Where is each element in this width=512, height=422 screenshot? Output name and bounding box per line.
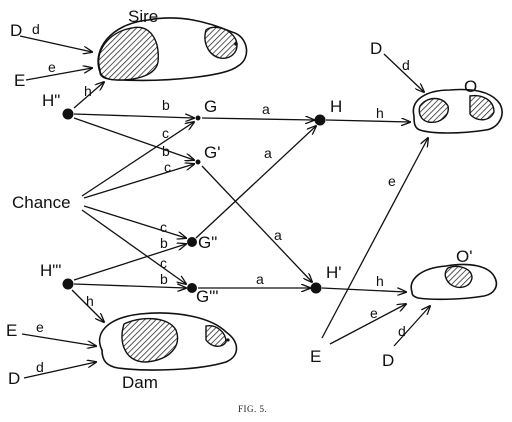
E-offspring-label: E [310,347,321,366]
path-e-O: e [388,173,396,189]
dam-guinea-pig-icon [98,312,238,371]
path-a-Gtprime-Hprime: a [256,271,264,287]
path-c-Gdprime: c [160,219,167,235]
G-dprime-label: G" [198,233,217,252]
D-Oprime-label: D [382,351,394,370]
E-sire-label: E [14,71,25,90]
H-label: H [330,97,342,116]
path-d-sire: d [32,21,40,37]
path-c-Gtprime: c [160,255,167,271]
node-G [195,115,201,121]
D-O-label: D [370,39,382,58]
node-G-dprime [187,237,197,247]
sire-guinea-pig-icon [97,17,248,82]
H-sire-label: H" [42,91,60,110]
H-prime-label: H' [326,263,342,282]
path-a-Gprime-Hprime: a [274,227,282,243]
path-b-Gprime: b [162,143,170,159]
path-arrows [19,35,430,379]
offspring-O-prime-guinea-pig-icon [410,263,498,301]
path-d-O: d [402,57,410,73]
node-H [314,114,326,126]
path-b-Gdprime: b [160,235,168,251]
node-G-tprime [187,283,197,293]
path-a-Gdprime-H: a [264,145,272,161]
O-prime-label: O' [456,247,472,266]
D-dam-label: D [8,369,20,388]
G-prime-label: G' [204,143,220,162]
O-label: O [464,77,477,96]
H-dam-label: H"' [40,261,62,280]
path-h-H-O: h [376,105,384,121]
path-c-Gprime: c [164,159,171,175]
path-e-Oprime: e [370,305,378,321]
dam-label: Dam [122,373,158,392]
G-tprime-label: G"' [196,287,219,306]
node-H-sire [62,108,74,120]
path-a-G-H: a [262,101,270,117]
path-b-G: b [162,97,170,113]
chance-label: Chance [12,193,71,212]
node-H-prime [310,282,322,294]
path-e-dam: e [36,319,44,335]
node-H-dam [62,278,74,290]
D-sire-label: D [10,21,22,40]
sire-label: Sire [128,7,158,26]
path-d-Oprime: d [398,323,406,339]
path-h-Hprime-Oprime: h [376,273,384,289]
path-c-G: c [162,125,169,141]
path-b-Gtprime: b [160,271,168,287]
path-d-dam: d [36,359,44,375]
path-h-dam: h [86,293,94,309]
E-dam-label: E [6,321,17,340]
offspring-O-guinea-pig-icon [412,88,503,134]
figure-caption: FIG. 5. [238,404,267,414]
path-e-sire: e [48,59,56,75]
path-h-sire: h [84,83,92,99]
G-label: G [204,97,217,116]
node-G-prime [195,159,201,165]
